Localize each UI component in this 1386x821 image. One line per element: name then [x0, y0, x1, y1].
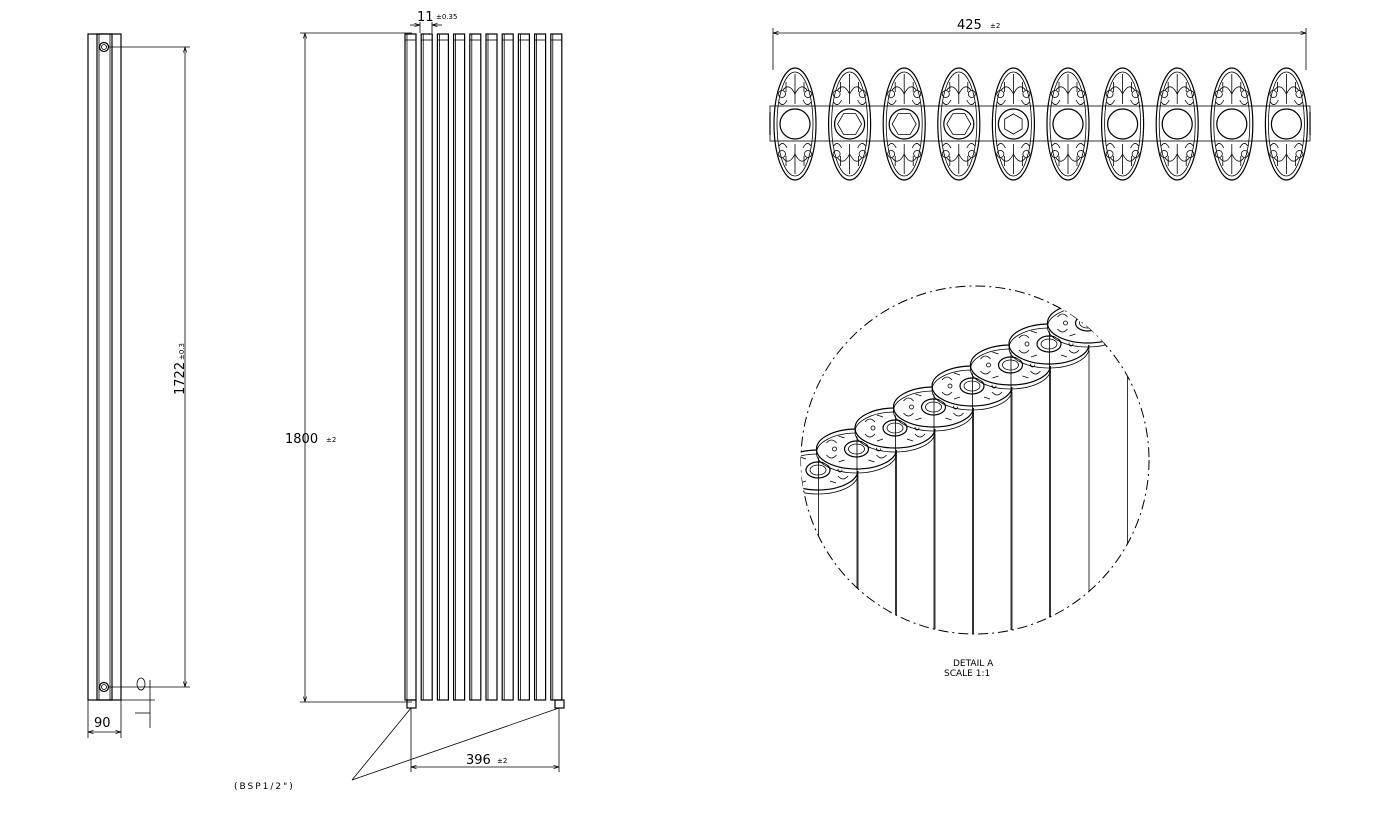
valve [1046, 67, 1090, 181]
top-view: 425 ±2 [769, 18, 1311, 181]
tube [533, 33, 547, 701]
side-tube [96, 33, 113, 701]
centers-tol-396: ±2 [497, 757, 507, 765]
bottom-bracket-hole [98, 681, 110, 693]
left-connection [406, 699, 417, 709]
detail-a: DETAIL A SCALE 1:1 [800, 285, 1150, 679]
valve [937, 67, 981, 181]
height-tol-1800: ±2 [326, 436, 336, 444]
tube [453, 33, 466, 701]
valve [827, 67, 872, 181]
width-tol-425: ±2 [990, 22, 1000, 30]
tube [517, 33, 531, 701]
tube [436, 33, 449, 701]
height-dim-1800: 1800 [285, 432, 318, 447]
connection-label: (BSP1/2") [234, 782, 295, 792]
valve-row [773, 67, 1309, 181]
side-view: 1722 ±0.3 90 [87, 33, 190, 738]
tube [501, 33, 514, 701]
radiator-tubes [404, 33, 563, 701]
tube [469, 33, 482, 701]
valve [1155, 67, 1199, 181]
valve [1100, 67, 1145, 181]
tube [420, 33, 433, 701]
height-dim-1722: 1722 [173, 362, 188, 395]
width-dim-425: 425 [957, 18, 982, 33]
centers-dim-396: 396 [466, 753, 491, 768]
height-tol-1722: ±0.3 [178, 343, 186, 360]
valve [991, 67, 1036, 181]
front-view: 1800 ±2 11 ±0.35 396 ±2 (BSP1/2") [234, 10, 565, 792]
header-pipe [769, 105, 1311, 142]
valve [1210, 67, 1254, 181]
tube [485, 33, 498, 701]
side-outer-frame [87, 33, 122, 701]
detail-isometric [801, 302, 1129, 634]
detail-scale: SCALE 1:1 [944, 669, 990, 679]
tube-tol-11: ±0.35 [436, 13, 457, 21]
tube-dim-11: 11 [417, 10, 434, 25]
depth-dim-90: 90 [94, 716, 111, 731]
top-bracket-hole [98, 41, 110, 53]
right-connection [554, 699, 565, 709]
valve [1264, 67, 1309, 181]
valve [773, 67, 817, 181]
detail-title: DETAIL A [953, 659, 994, 669]
valve [882, 67, 926, 181]
